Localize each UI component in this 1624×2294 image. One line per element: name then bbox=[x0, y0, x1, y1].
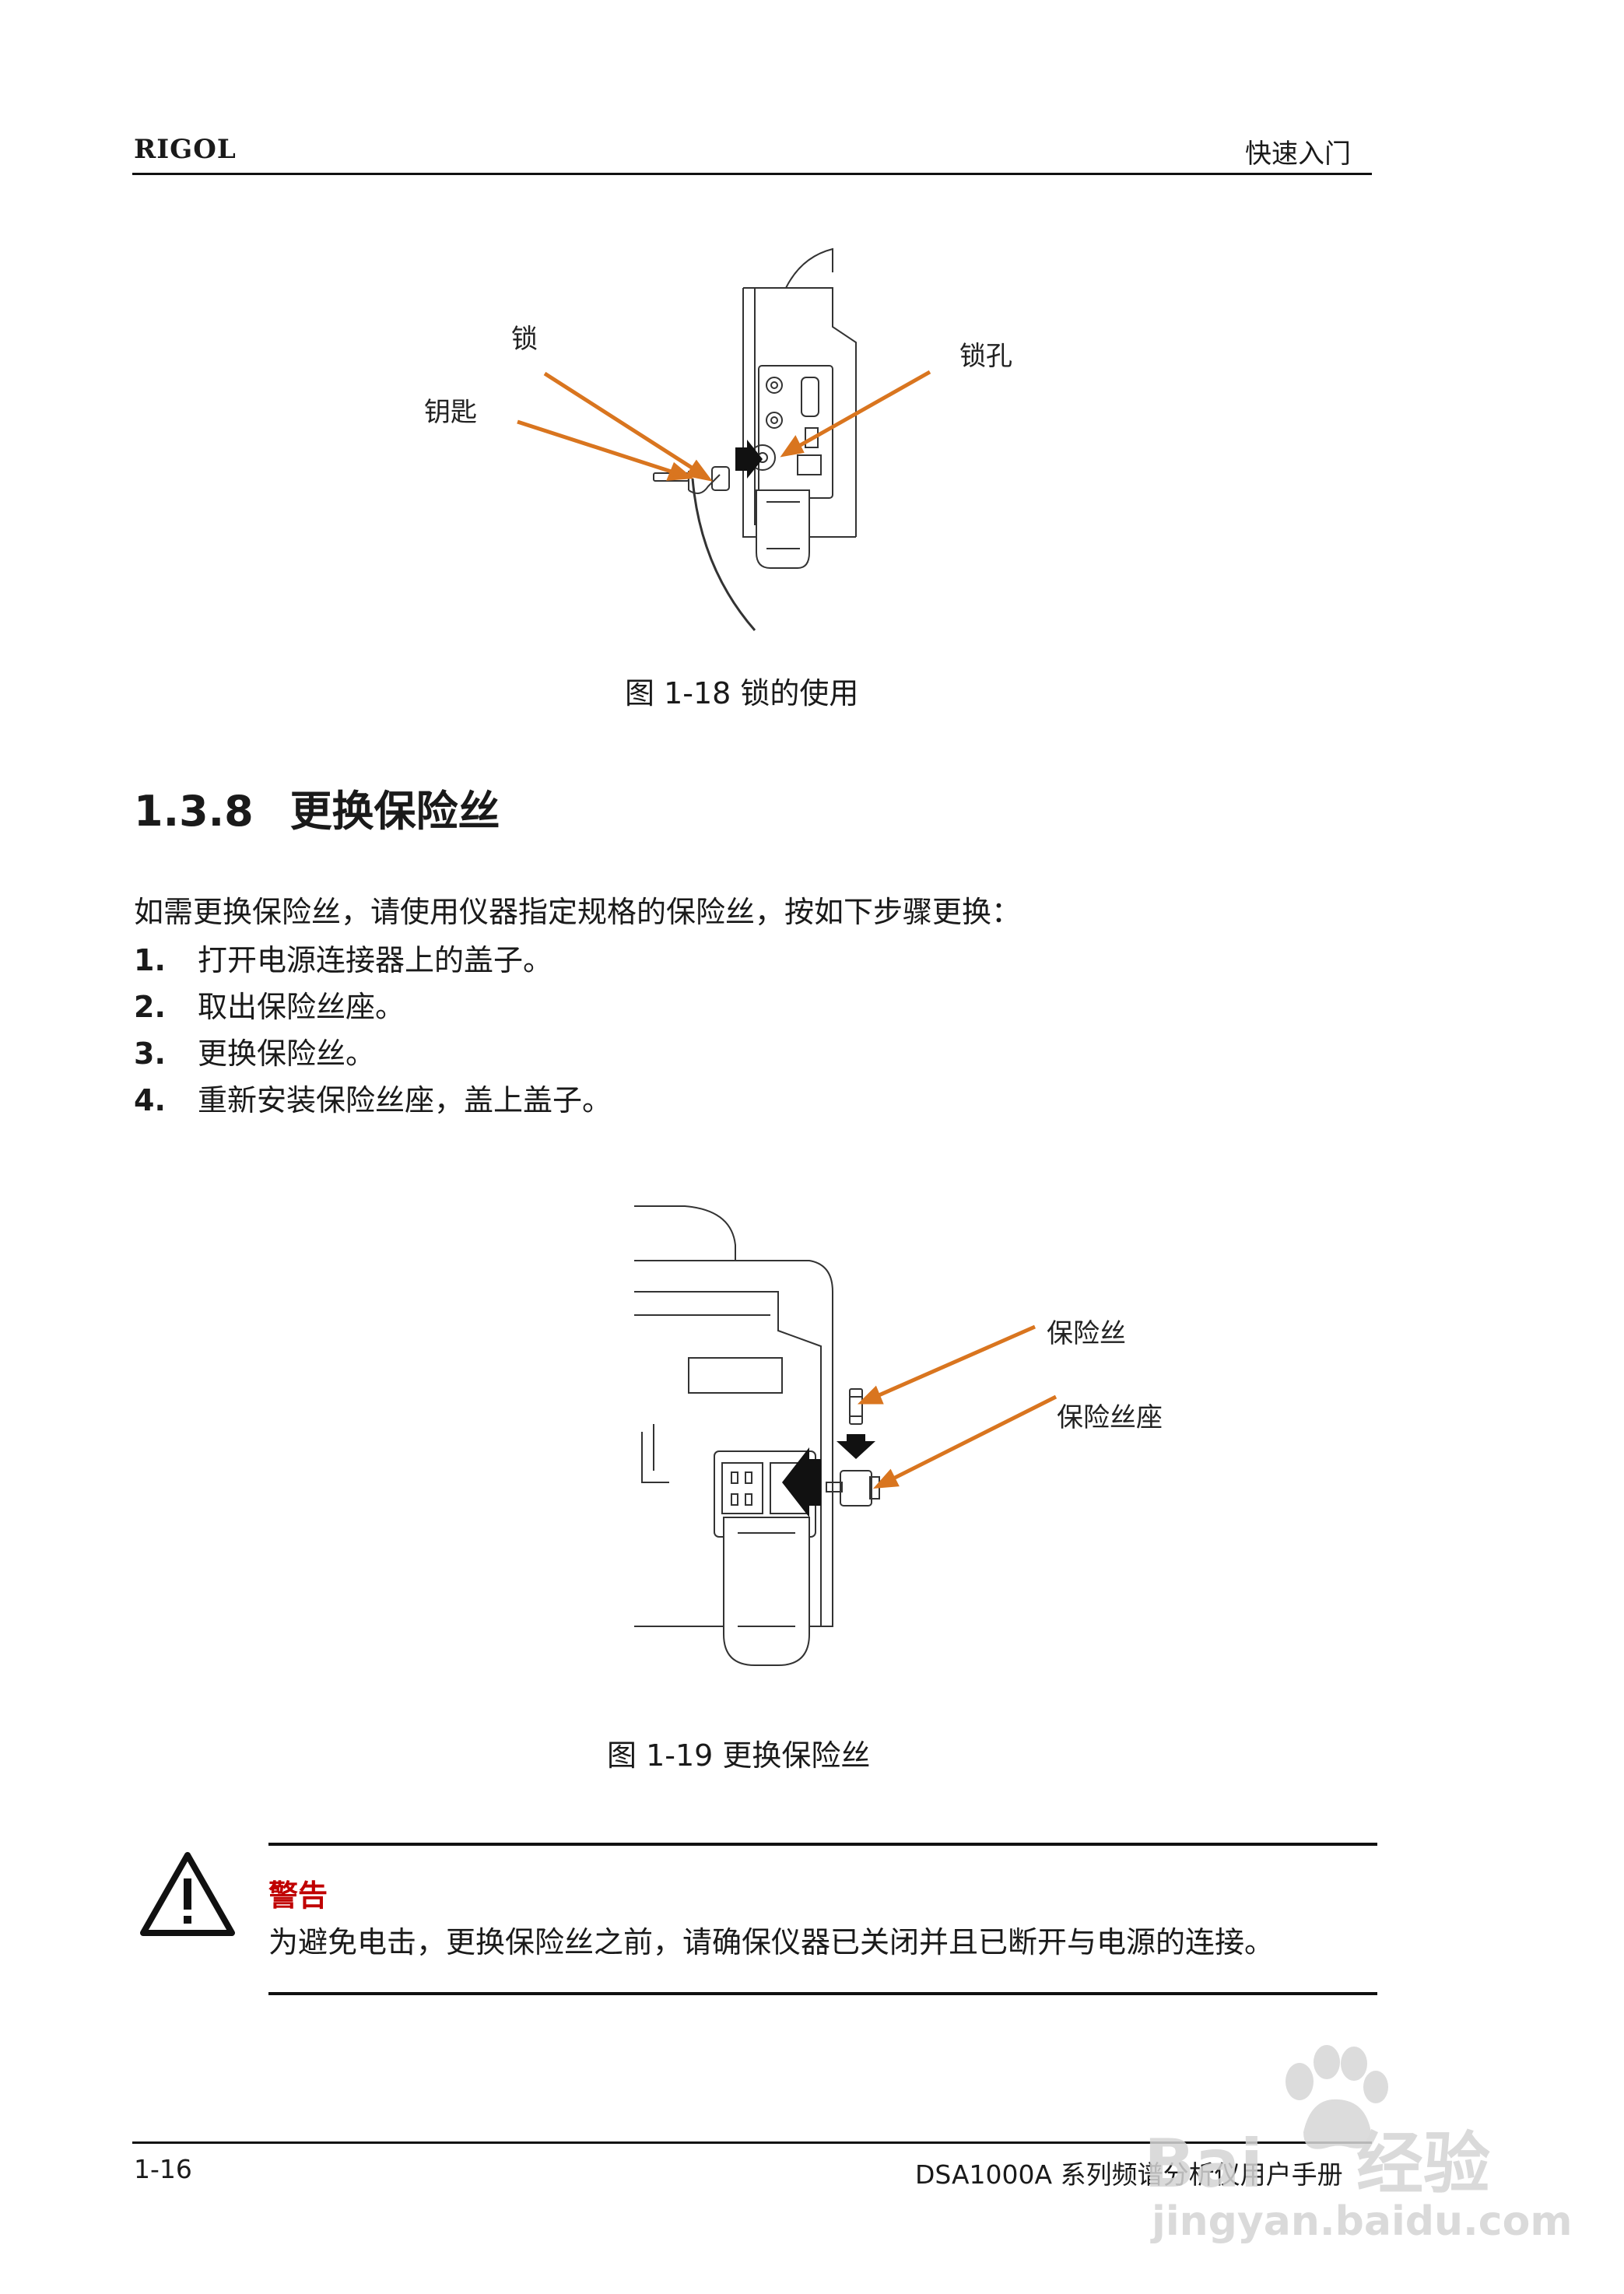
step-number: 4. bbox=[134, 1083, 166, 1117]
figure-lock-usage bbox=[420, 241, 1198, 654]
header-section: 快速入门 bbox=[1245, 139, 1351, 170]
footer-manual-title: DSA1000A 系列频谱分析仪用户手册 bbox=[915, 2159, 1343, 2190]
section-number: 1.3.8 bbox=[134, 787, 254, 836]
step-number: 2. bbox=[134, 990, 166, 1024]
section-heading: 1.3.8 更换保险丝 bbox=[134, 777, 500, 838]
step-item: 1. 打开电源连接器上的盖子。 bbox=[134, 943, 612, 990]
step-text: 打开电源连接器上的盖子。 bbox=[198, 943, 553, 977]
step-item: 4. 重新安装保险丝座，盖上盖子。 bbox=[134, 1083, 612, 1130]
figure-1-18-caption: 图 1-18 锁的使用 bbox=[625, 676, 859, 710]
label-key: 钥匙 bbox=[424, 397, 477, 428]
step-number: 1. bbox=[134, 943, 166, 977]
step-item: 3. 更换保险丝。 bbox=[134, 1037, 612, 1083]
step-text: 更换保险丝。 bbox=[198, 1037, 376, 1071]
step-text: 重新安装保险丝座，盖上盖子。 bbox=[198, 1083, 612, 1117]
header-brand: RIGOL bbox=[134, 134, 237, 165]
watermark-text-2: 经验 bbox=[1356, 2125, 1491, 2203]
step-number: 3. bbox=[134, 1037, 166, 1071]
fuse-replacement-illustration bbox=[634, 1205, 1058, 1666]
warning-icon bbox=[139, 1850, 237, 1938]
warning-text: 为避免电击，更换保险丝之前，请确保仪器已关闭并且已断开与电源的连接。 bbox=[268, 1925, 1275, 1959]
footer-page-number: 1-16 bbox=[134, 2154, 192, 2184]
label-lock: 锁 bbox=[511, 324, 538, 355]
intro-paragraph: 如需更换保险丝，请使用仪器指定规格的保险丝，按如下步骤更换： bbox=[134, 895, 1022, 929]
figure-1-19-caption: 图 1-19 更换保险丝 bbox=[607, 1738, 871, 1773]
watermark-brand: Bai 经验 bbox=[1144, 2109, 1490, 2206]
label-keyhole: 锁孔 bbox=[959, 341, 1012, 372]
watermark-url: jingyan.baidu.com bbox=[1152, 2198, 1573, 2245]
lock-usage-illustration bbox=[517, 247, 931, 631]
step-item: 2. 取出保险丝座。 bbox=[134, 990, 612, 1037]
watermark-text-1: Bai bbox=[1144, 2125, 1264, 2203]
figure-fuse-replacement bbox=[623, 1191, 1245, 1689]
section-title: 更换保险丝 bbox=[289, 787, 500, 836]
warning-bottom-rule bbox=[268, 1992, 1377, 1995]
step-text: 取出保险丝座。 bbox=[198, 990, 405, 1024]
warning-title: 警告 bbox=[268, 1878, 328, 1913]
watermark: Bai 经验 jingyan.baidu.com bbox=[1144, 2039, 1580, 2264]
step-list: 1. 打开电源连接器上的盖子。 2. 取出保险丝座。 3. 更换保险丝。 4. 重新安装… bbox=[134, 943, 612, 1130]
footer-rule bbox=[132, 2141, 1372, 2144]
warning-top-rule bbox=[268, 1843, 1377, 1846]
paw-logo-icon bbox=[1286, 2045, 1388, 2149]
header-rule bbox=[132, 173, 1372, 175]
label-fuse: 保险丝 bbox=[1047, 1318, 1126, 1349]
label-fuse-holder: 保险丝座 bbox=[1057, 1402, 1163, 1433]
